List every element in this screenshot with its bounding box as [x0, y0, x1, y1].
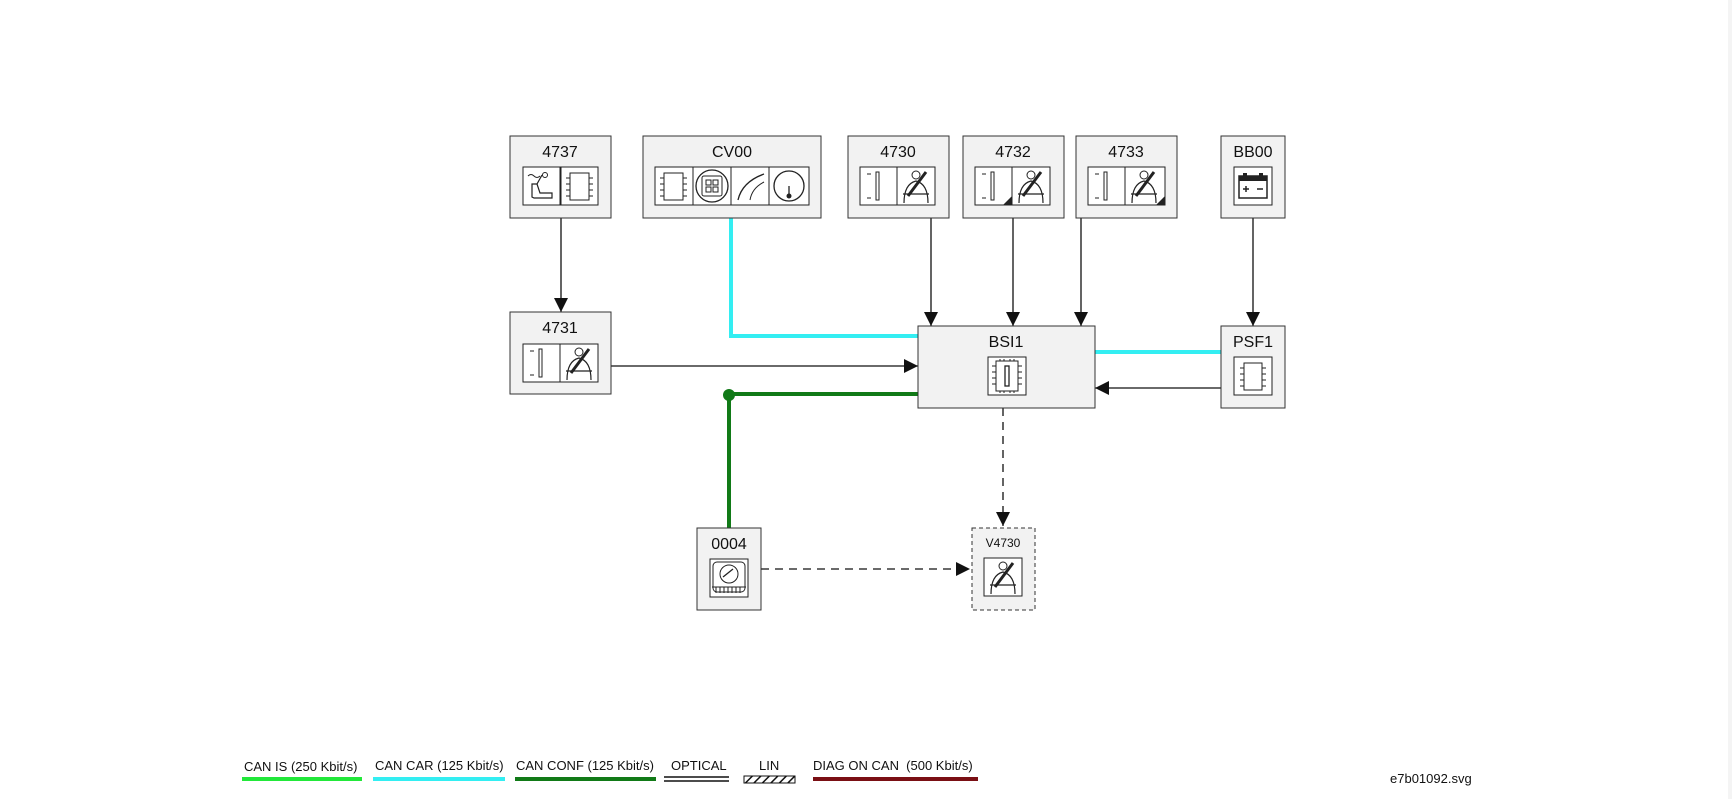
instrument-cluster-icon	[709, 558, 749, 598]
seatbelt-icon	[1011, 166, 1051, 206]
module-4733-label: 4733	[1108, 144, 1144, 161]
buckle-switch-icon	[859, 166, 898, 206]
fuse-box-icon	[987, 356, 1027, 396]
module-bsi1[interactable]: BSI1	[917, 325, 1096, 409]
legend-label-diag-on-can: DIAG ON CAN (500 Kbit/s)	[813, 758, 973, 773]
battery-icon	[1233, 166, 1273, 206]
scrollbar[interactable]	[1728, 0, 1732, 799]
wiper-stalk-icon	[730, 166, 770, 206]
legend-item-lin: LIN	[743, 758, 796, 784]
legend-item-can-car: CAN CAR (125 Kbit/s)	[373, 758, 505, 781]
module-4737-label: 4737	[542, 144, 578, 161]
buckle-switch-icon	[974, 166, 1013, 206]
seatbelt-icon	[896, 166, 936, 206]
can-conf-line-0004-bsi1	[727, 392, 918, 528]
file-name-label: e7b01092.svg	[1390, 771, 1472, 786]
ecu-chip-icon	[560, 166, 599, 206]
module-cv00-label: CV00	[712, 144, 752, 161]
module-4732[interactable]: 4732	[962, 135, 1065, 219]
module-4731-label: 4731	[542, 320, 578, 337]
legend-label-lin: LIN	[759, 758, 779, 773]
seat-sensor-icon	[522, 166, 561, 206]
legend-label-can-car: CAN CAR (125 Kbit/s)	[375, 758, 504, 773]
seatbelt-icon	[559, 343, 599, 383]
module-bsi1-label: BSI1	[989, 334, 1024, 351]
legend-item-diag-on-can: DIAG ON CAN (500 Kbit/s)	[813, 758, 978, 781]
legend-label-can-conf: CAN CONF (125 Kbit/s)	[516, 758, 654, 773]
module-4730-label: 4730	[880, 144, 916, 161]
legend: CAN IS (250 Kbit/s) CAN CAR (125 Kbit/s)…	[242, 758, 978, 784]
module-4730[interactable]: 4730	[847, 135, 950, 219]
module-bb00-label: BB00	[1233, 144, 1272, 161]
legend-label-can-is: CAN IS (250 Kbit/s)	[244, 759, 357, 774]
steering-switch-icon	[692, 166, 732, 206]
seatbelt-warning-icon	[983, 557, 1023, 597]
module-bb00[interactable]: BB00	[1220, 135, 1286, 219]
module-4733[interactable]: 4733	[1075, 135, 1178, 219]
legend-item-can-conf: CAN CONF (125 Kbit/s)	[515, 758, 656, 781]
horn-icon	[768, 166, 810, 206]
module-4737[interactable]: 4737	[509, 135, 612, 219]
module-psf1-label: PSF1	[1233, 334, 1273, 351]
module-0004-label: 0004	[711, 536, 747, 553]
ecu-chip-icon	[1233, 356, 1273, 396]
legend-item-can-is: CAN IS (250 Kbit/s)	[242, 759, 362, 781]
legend-item-optical: OPTICAL	[664, 758, 729, 782]
ecu-chip-icon	[654, 166, 694, 206]
module-4732-label: 4732	[995, 144, 1031, 161]
module-psf1[interactable]: PSF1	[1220, 325, 1286, 409]
can-conf-junction-dot	[723, 389, 735, 401]
seatbelt-icon	[1124, 166, 1166, 206]
buckle-switch-icon	[1087, 166, 1126, 206]
module-0004[interactable]: 0004	[696, 527, 762, 611]
legend-label-optical: OPTICAL	[671, 758, 727, 773]
module-v4730-label: V4730	[986, 536, 1021, 550]
can-car-line-cv00-bsi1	[729, 216, 918, 338]
module-4731[interactable]: 4731	[509, 311, 612, 395]
buckle-switch-icon	[522, 343, 561, 383]
connections	[554, 216, 1260, 576]
module-cv00[interactable]: CV00	[642, 135, 822, 219]
module-v4730[interactable]: V4730	[971, 527, 1036, 611]
